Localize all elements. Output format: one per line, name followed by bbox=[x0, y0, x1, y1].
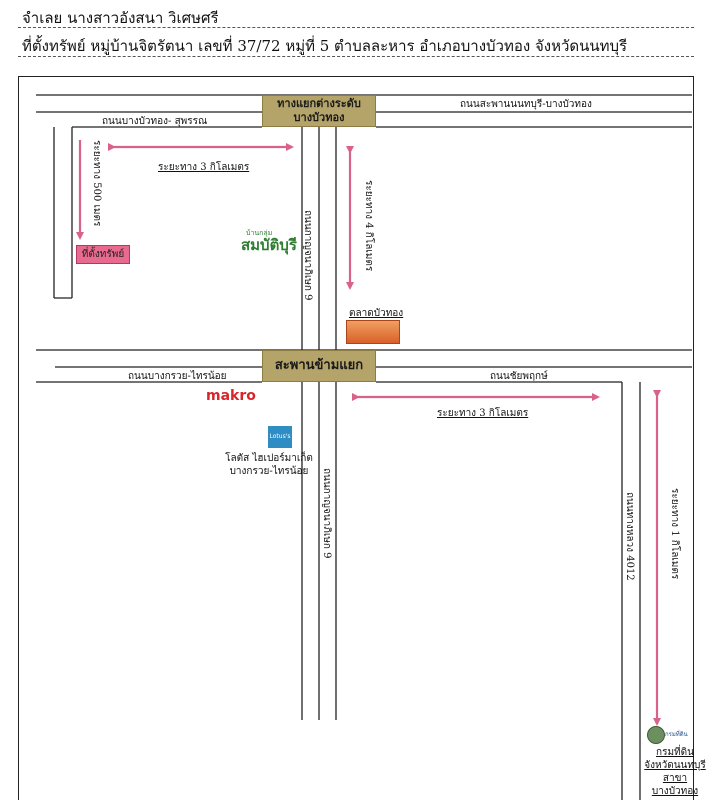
lotus-label-line1: โลตัส ไฮเปอร์มาเก็ต bbox=[225, 453, 313, 464]
map-frame bbox=[18, 76, 694, 800]
junction-overpass: สะพานข้ามแยก bbox=[262, 350, 376, 382]
market-photo bbox=[346, 320, 400, 344]
sombat-buri-logo: สมบัติบุรี bbox=[241, 236, 297, 254]
sombat-small-label: บ้านกลุ่ม bbox=[246, 229, 273, 237]
distance-label-4km: ระยะทาง 4 กิโลเมตร bbox=[363, 180, 374, 272]
divider-2 bbox=[18, 56, 694, 57]
road-label-bangkruai-sainoi: ถนนบางกรวย-ไทรน้อย bbox=[128, 371, 227, 382]
distance-label-500m: ระยะทาง 500 เมตร bbox=[91, 140, 102, 227]
road-label-4012: ถนนทางหลวง 4012 bbox=[624, 492, 635, 581]
defendant-line: จำเลย นางสาวอังสนา วิเศษศรี bbox=[22, 9, 219, 27]
land-office-icon bbox=[647, 726, 665, 744]
land-office-label: กรมที่ดิน จังหวัดนนทบุรี สาขาบางบัวทอง bbox=[640, 746, 710, 798]
market-label: ตลาดบัวทอง bbox=[349, 308, 404, 319]
lotus-label: โลตัส ไฮเปอร์มาเก็ต บางกรวย-ไทรน้อย bbox=[224, 452, 314, 478]
distance-label-1km: ระยะทาง 1 กิโลเมตร bbox=[669, 488, 680, 580]
road-label-chaiyaphruek: ถนนชัยพฤกษ์ bbox=[490, 371, 548, 382]
road-label-nonthaburi-bangbuathong: ถนนสะพานนนทบุรี-บางบัวทอง bbox=[460, 99, 592, 110]
lotus-logo: Lotus's bbox=[268, 426, 292, 448]
land-office-line3: สาขาบางบัวทอง bbox=[651, 773, 699, 797]
land-office-line2: จังหวัดนนทบุรี bbox=[644, 760, 706, 771]
property-address-line: ที่ตั้งทรัพย์ หมู่บ้านจิตรัตนา เลขที่ 37… bbox=[22, 37, 628, 55]
road-label-bangbuathong-suphan: ถนนบางบัวทอง- สุพรรณ bbox=[102, 116, 208, 127]
property-marker: ที่ตั้งทรัพย์ bbox=[76, 245, 130, 264]
divider-1 bbox=[18, 27, 694, 28]
junction-top-line1: ทางแยกต่างระดับ bbox=[277, 97, 361, 110]
road-label-hwy9-upper: ถนนกาญจนาภิเษก 9 bbox=[302, 210, 313, 301]
distance-label-3km-top: ระยะทาง 3 กิโลเมตร bbox=[158, 162, 250, 173]
land-office-line1: กรมที่ดิน bbox=[656, 747, 694, 758]
junction-bang-bua-thong: ทางแยกต่างระดับ บางบัวทอง bbox=[262, 95, 376, 127]
junction-top-line2: บางบัวทอง bbox=[293, 111, 345, 124]
road-label-hwy9-lower: ถนนกาญจนาภิเษก 9 bbox=[321, 468, 332, 559]
makro-logo: makro bbox=[206, 388, 256, 404]
lotus-label-line2: บางกรวย-ไทรน้อย bbox=[229, 466, 309, 477]
distance-label-3km-mid: ระยะทาง 3 กิโลเมตร bbox=[437, 408, 529, 419]
land-office-logo-text: กรมที่ดิน bbox=[665, 731, 688, 738]
